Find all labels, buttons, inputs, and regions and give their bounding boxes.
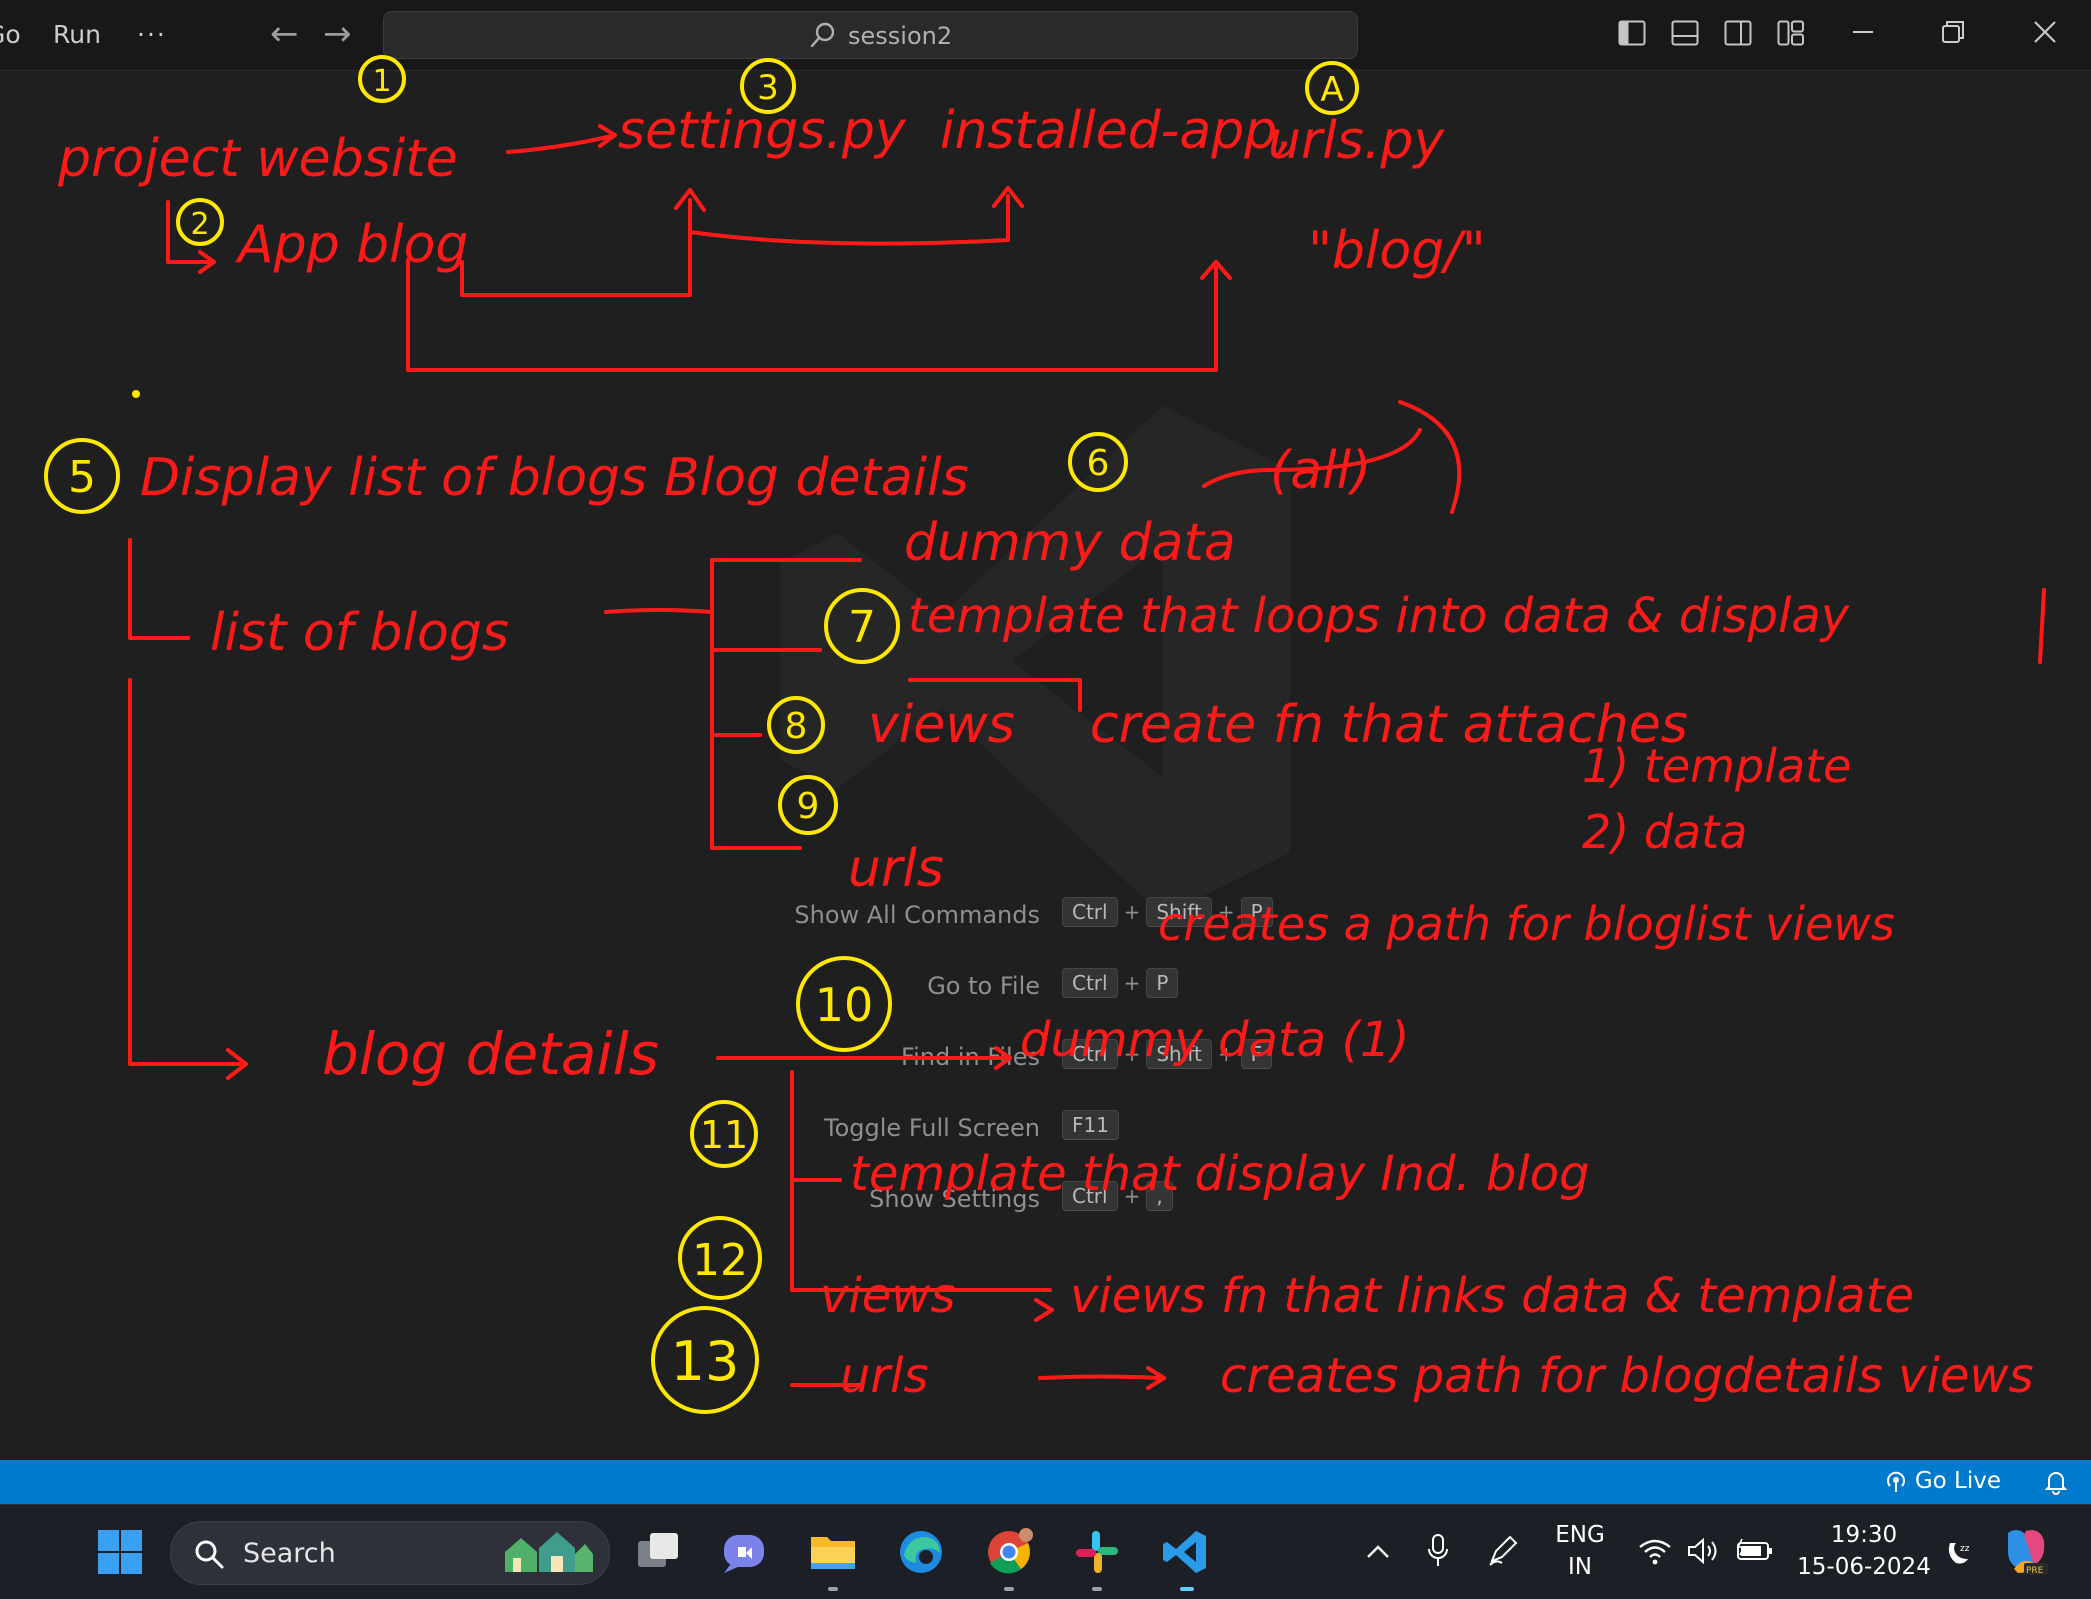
key-cap: F [1240,1039,1273,1069]
go-live-button[interactable]: Go Live [1885,1468,2001,1494]
bell-icon[interactable] [2043,1469,2069,1495]
search-label: Search [243,1538,336,1569]
vscode-icon[interactable] [1160,1527,1210,1577]
command-center-search[interactable]: session2 [383,11,1358,59]
microphone-icon[interactable] [1426,1533,1450,1569]
shortcut-label: Find in Files [901,1043,1040,1071]
shortcut-keys: Ctrl+, [1062,1181,1179,1211]
search-icon [195,1540,224,1569]
wifi-icon[interactable] [1638,1537,1672,1565]
search-icon [810,22,835,48]
teams-icon[interactable] [720,1527,770,1577]
editor-area [0,71,2091,1460]
shortcut-find-in-files[interactable]: Find in Files [700,1039,1040,1073]
shortcut-label: Show Settings [869,1185,1040,1213]
shortcut-label: Show All Commands [794,901,1040,929]
slack-icon[interactable] [1072,1527,1122,1577]
clock-date: 15-06-2024 [1797,1554,1931,1580]
shortcut-keys: Ctrl+P [1062,968,1184,998]
back-button[interactable]: ← [270,14,299,54]
key-cap: Ctrl [1062,897,1118,927]
close-icon[interactable] [2027,14,2063,50]
language-indicator[interactable]: ENG IN [1548,1519,1612,1583]
volume-icon[interactable] [1686,1537,1720,1565]
key-cap: Shift [1146,1039,1212,1069]
start-icon[interactable] [95,1527,145,1577]
shortcut-keys: Ctrl+Shift+F [1062,1039,1278,1069]
focus-assist-icon[interactable]: zz [1944,1539,1972,1567]
key-cap: Ctrl [1062,1181,1118,1211]
key-cap: , [1146,1181,1173,1211]
clock-time: 19:30 [1830,1522,1898,1548]
shortcut-go-to-file[interactable]: Go to File [700,968,1040,1002]
edge-icon[interactable] [896,1527,946,1577]
shortcut-label: Go to File [927,972,1040,1000]
toggle-secondary-sidebar-icon[interactable] [1724,20,1752,46]
pen-icon[interactable] [1486,1533,1520,1567]
restore-icon[interactable] [1935,14,1971,50]
svg-text:PRE: PRE [2026,1566,2044,1576]
customize-layout-icon[interactable] [1777,20,1805,46]
clock[interactable]: 19:30 15-06-2024 [1790,1519,1938,1583]
region-code: IN [1568,1554,1592,1580]
task-view-icon[interactable] [634,1527,684,1577]
minimize-icon[interactable] [1845,14,1881,50]
copilot-icon[interactable]: PRE [2000,1525,2050,1577]
language-code: ENG [1555,1522,1605,1548]
title-bar: Go Run ··· ← → session2 [0,0,2091,71]
search-highlight-icon [505,1532,593,1572]
menu-go[interactable]: Go [0,20,21,49]
chrome-icon[interactable] [984,1527,1034,1577]
shortcut-label: Toggle Full Screen [824,1114,1040,1142]
workspace-name: session2 [848,22,953,50]
key-cap: P [1146,968,1179,998]
shortcut-show-all-commands[interactable]: Show All Commands [700,897,1040,931]
key-cap: Ctrl [1062,1039,1118,1069]
broadcast-icon [1886,1471,1905,1492]
key-cap: P [1240,897,1273,927]
key-cap: Shift [1146,897,1212,927]
toggle-primary-sidebar-icon[interactable] [1618,20,1646,46]
vscode-watermark-icon [779,405,1291,917]
key-cap: Ctrl [1062,968,1118,998]
shortcut-toggle-full-screen[interactable]: Toggle Full Screen [700,1110,1040,1144]
go-live-label: Go Live [1914,1468,2001,1494]
forward-button[interactable]: → [323,14,352,54]
menu-run[interactable]: Run [53,20,101,49]
toggle-panel-icon[interactable] [1671,20,1699,46]
windows-taskbar: Search [0,1504,2091,1599]
shortcut-keys: Ctrl+Shift+P [1062,897,1279,927]
shortcut-keys: F11 [1062,1110,1125,1140]
chevron-up-icon[interactable] [1364,1541,1392,1561]
key-cap: F11 [1062,1110,1119,1140]
shortcut-show-settings[interactable]: Show Settings [700,1181,1040,1215]
more-menu-button[interactable]: ··· [137,20,167,49]
battery-icon[interactable] [1734,1537,1774,1565]
file-explorer-icon[interactable] [808,1527,858,1577]
taskbar-search-box[interactable]: Search [170,1521,610,1585]
svg-text:zz: zz [1960,1544,1970,1554]
status-bar: Go Live [0,1460,2091,1504]
